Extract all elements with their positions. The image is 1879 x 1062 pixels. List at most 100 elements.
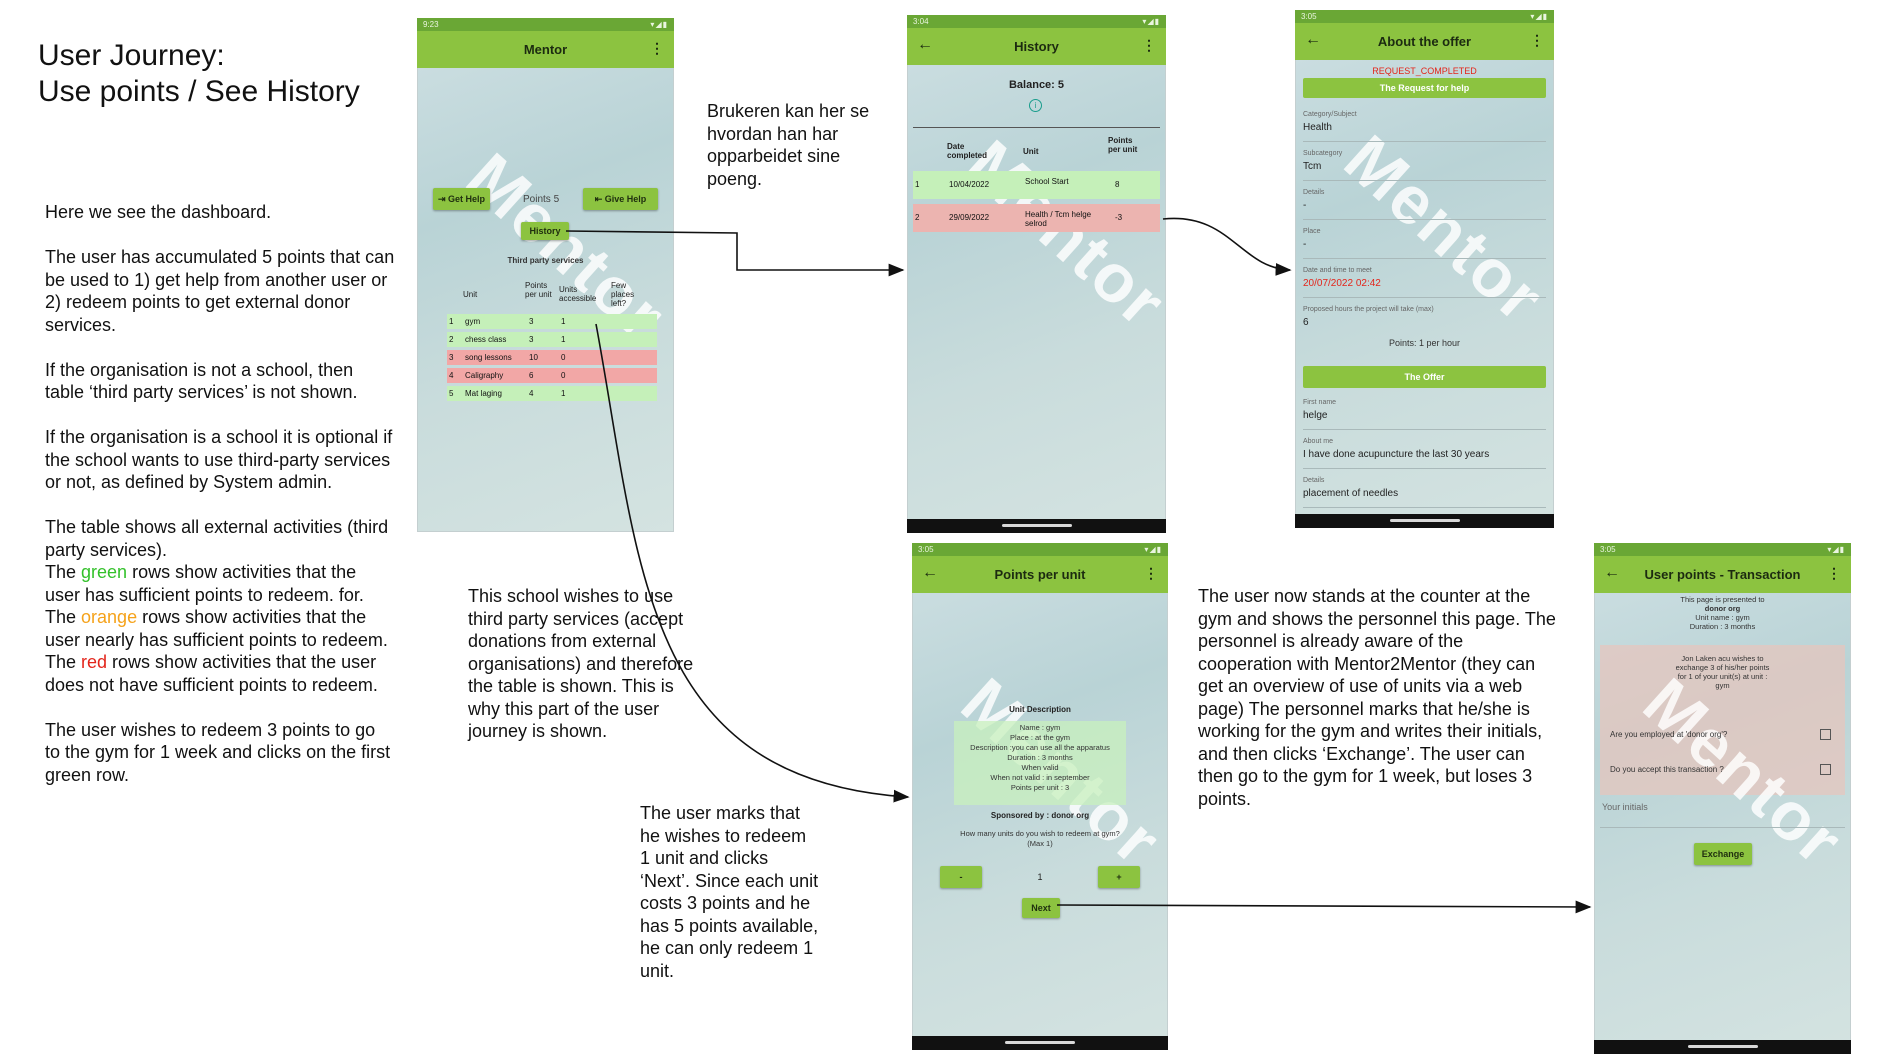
app-title: History — [1014, 39, 1059, 54]
app-title: Points per unit — [994, 567, 1086, 582]
arrow-next-to-transaction — [1056, 900, 1592, 914]
points-cell: 3 — [529, 335, 534, 344]
status-bar: 3:05▾◢▮ — [1594, 543, 1851, 556]
app-bar: ← Points per unit ⋮ — [912, 556, 1168, 593]
nav-bar — [1295, 514, 1554, 528]
next-button[interactable]: Next — [1022, 898, 1060, 918]
history-button[interactable]: History — [521, 222, 569, 240]
more-icon[interactable]: ⋮ — [650, 40, 664, 56]
header-date-completed: Date completed — [947, 142, 988, 160]
exchange-button[interactable]: Exchange — [1694, 843, 1752, 865]
get-help-button[interactable]: ⇥ Get Help — [433, 188, 490, 210]
signal-battery-icon: ▾◢▮ — [1144, 545, 1162, 554]
home-indicator[interactable] — [1389, 519, 1460, 522]
category-value: Health — [1303, 122, 1332, 133]
header-units-accessible: Units accessible — [559, 285, 597, 303]
header-unit: Unit — [463, 290, 478, 299]
explanation-school-optional: If the organisation is a school it is op… — [45, 427, 393, 492]
balance-label: Balance: 5 — [1008, 79, 1065, 91]
unit-cell: song lessons — [465, 353, 512, 362]
back-arrow-icon[interactable]: ← — [1305, 31, 1321, 48]
unit-cell: School Start — [1025, 177, 1069, 186]
row-number: 1 — [449, 317, 454, 326]
give-help-button[interactable]: ⇤ Give Help — [583, 188, 658, 210]
back-arrow-icon[interactable]: ← — [917, 36, 933, 53]
initials-input[interactable]: Your initials — [1602, 802, 1648, 812]
arrow-dashboard-to-units — [595, 323, 910, 803]
header-points-per-unit: Points per unit — [525, 281, 552, 299]
arrow-dashboard-to-history — [565, 230, 905, 277]
subcategory-value: Tcm — [1303, 161, 1322, 172]
exchange-description: Jon Laken acu wishes to exchange 3 of hi… — [1675, 654, 1770, 690]
third-party-title: Third party services — [507, 256, 584, 265]
status-bar: 3:05▾◢▮ — [912, 543, 1168, 556]
info-icon[interactable]: i — [1029, 99, 1042, 112]
more-icon[interactable]: ⋮ — [1142, 37, 1156, 53]
date-value: 20/07/2022 02:42 — [1303, 278, 1381, 289]
quantity-value[interactable]: 1 — [1037, 872, 1043, 882]
row-number: 5 — [449, 389, 454, 398]
legend-red-word: red — [81, 652, 108, 672]
unit-cell: Mat laging — [465, 389, 502, 398]
home-indicator[interactable] — [1001, 524, 1072, 527]
points-cell: -3 — [1115, 213, 1123, 222]
date-label: Date and time to meet — [1303, 267, 1372, 274]
offer-header: The Offer — [1303, 366, 1546, 388]
subcategory-label: Subcategory — [1303, 150, 1343, 157]
explanation-table-legend: The table shows all external activities … — [45, 517, 389, 695]
row-number: 2 — [449, 335, 454, 344]
status-bar: 3:05▾◢▮ — [1295, 10, 1554, 23]
more-icon[interactable]: ⋮ — [1827, 565, 1841, 581]
firstname-value: helge — [1303, 410, 1328, 421]
details-label: Details — [1303, 189, 1325, 196]
explanation-not-school: If the organisation is not a school, the… — [45, 359, 358, 403]
sponsored-by: Sponsored by : donor org — [990, 811, 1090, 820]
signal-battery-icon: ▾◢▮ — [1827, 545, 1845, 554]
employed-checkbox[interactable] — [1820, 729, 1831, 740]
points-label: Points 5 — [523, 194, 560, 205]
accept-question: Do you accept this transaction ? — [1610, 765, 1724, 774]
title-line-2: Use points / See History — [38, 75, 360, 108]
category-label: Category/Subject — [1303, 111, 1357, 118]
home-indicator[interactable] — [1687, 1045, 1758, 1048]
nav-bar — [912, 1036, 1168, 1050]
status-bar: 9:23▾◢▮ — [417, 18, 674, 31]
transaction-box — [1600, 645, 1845, 795]
app-bar: ← User points - Transaction ⋮ — [1594, 556, 1851, 593]
nav-bar — [907, 519, 1166, 533]
units-note: The user marks that he wishes to redeem … — [640, 803, 819, 981]
arrow-history-to-offer — [1162, 217, 1292, 276]
back-arrow-icon[interactable]: ← — [922, 564, 938, 581]
back-arrow-icon[interactable]: ← — [1604, 564, 1620, 581]
units-cell: 1 — [561, 389, 566, 398]
points-cell: 8 — [1115, 180, 1120, 189]
accept-checkbox[interactable] — [1820, 764, 1831, 775]
app-bar: ← History ⋮ — [907, 28, 1166, 65]
signal-battery-icon: ▾◢▮ — [1142, 17, 1160, 26]
legend-intro: The table shows all external activities … — [45, 517, 389, 560]
page-title: User Journey: Use points / See History — [38, 38, 360, 110]
more-icon[interactable]: ⋮ — [1144, 565, 1158, 581]
increment-button[interactable]: + — [1098, 866, 1140, 888]
nav-bar — [1594, 1040, 1851, 1054]
decrement-button[interactable]: - — [940, 866, 982, 888]
aboutme-label: About me — [1303, 438, 1333, 445]
title-line-1: User Journey: — [38, 39, 225, 72]
legend-green-word: green — [81, 562, 128, 582]
details2-label: Details — [1303, 477, 1325, 484]
presented-to-block: This page is presented to donor org Unit… — [1680, 595, 1765, 631]
unit-cell: chess class — [465, 335, 507, 344]
more-icon[interactable]: ⋮ — [1530, 32, 1544, 48]
units-cell: 0 — [561, 353, 566, 362]
hours-value: 6 — [1303, 317, 1309, 328]
dashboard-screen: 9:23▾◢▮ Mentor ⋮ Mentor ⇥ Get Help Point… — [417, 18, 674, 532]
row-number: 4 — [449, 371, 454, 380]
home-indicator[interactable] — [1005, 1041, 1075, 1044]
